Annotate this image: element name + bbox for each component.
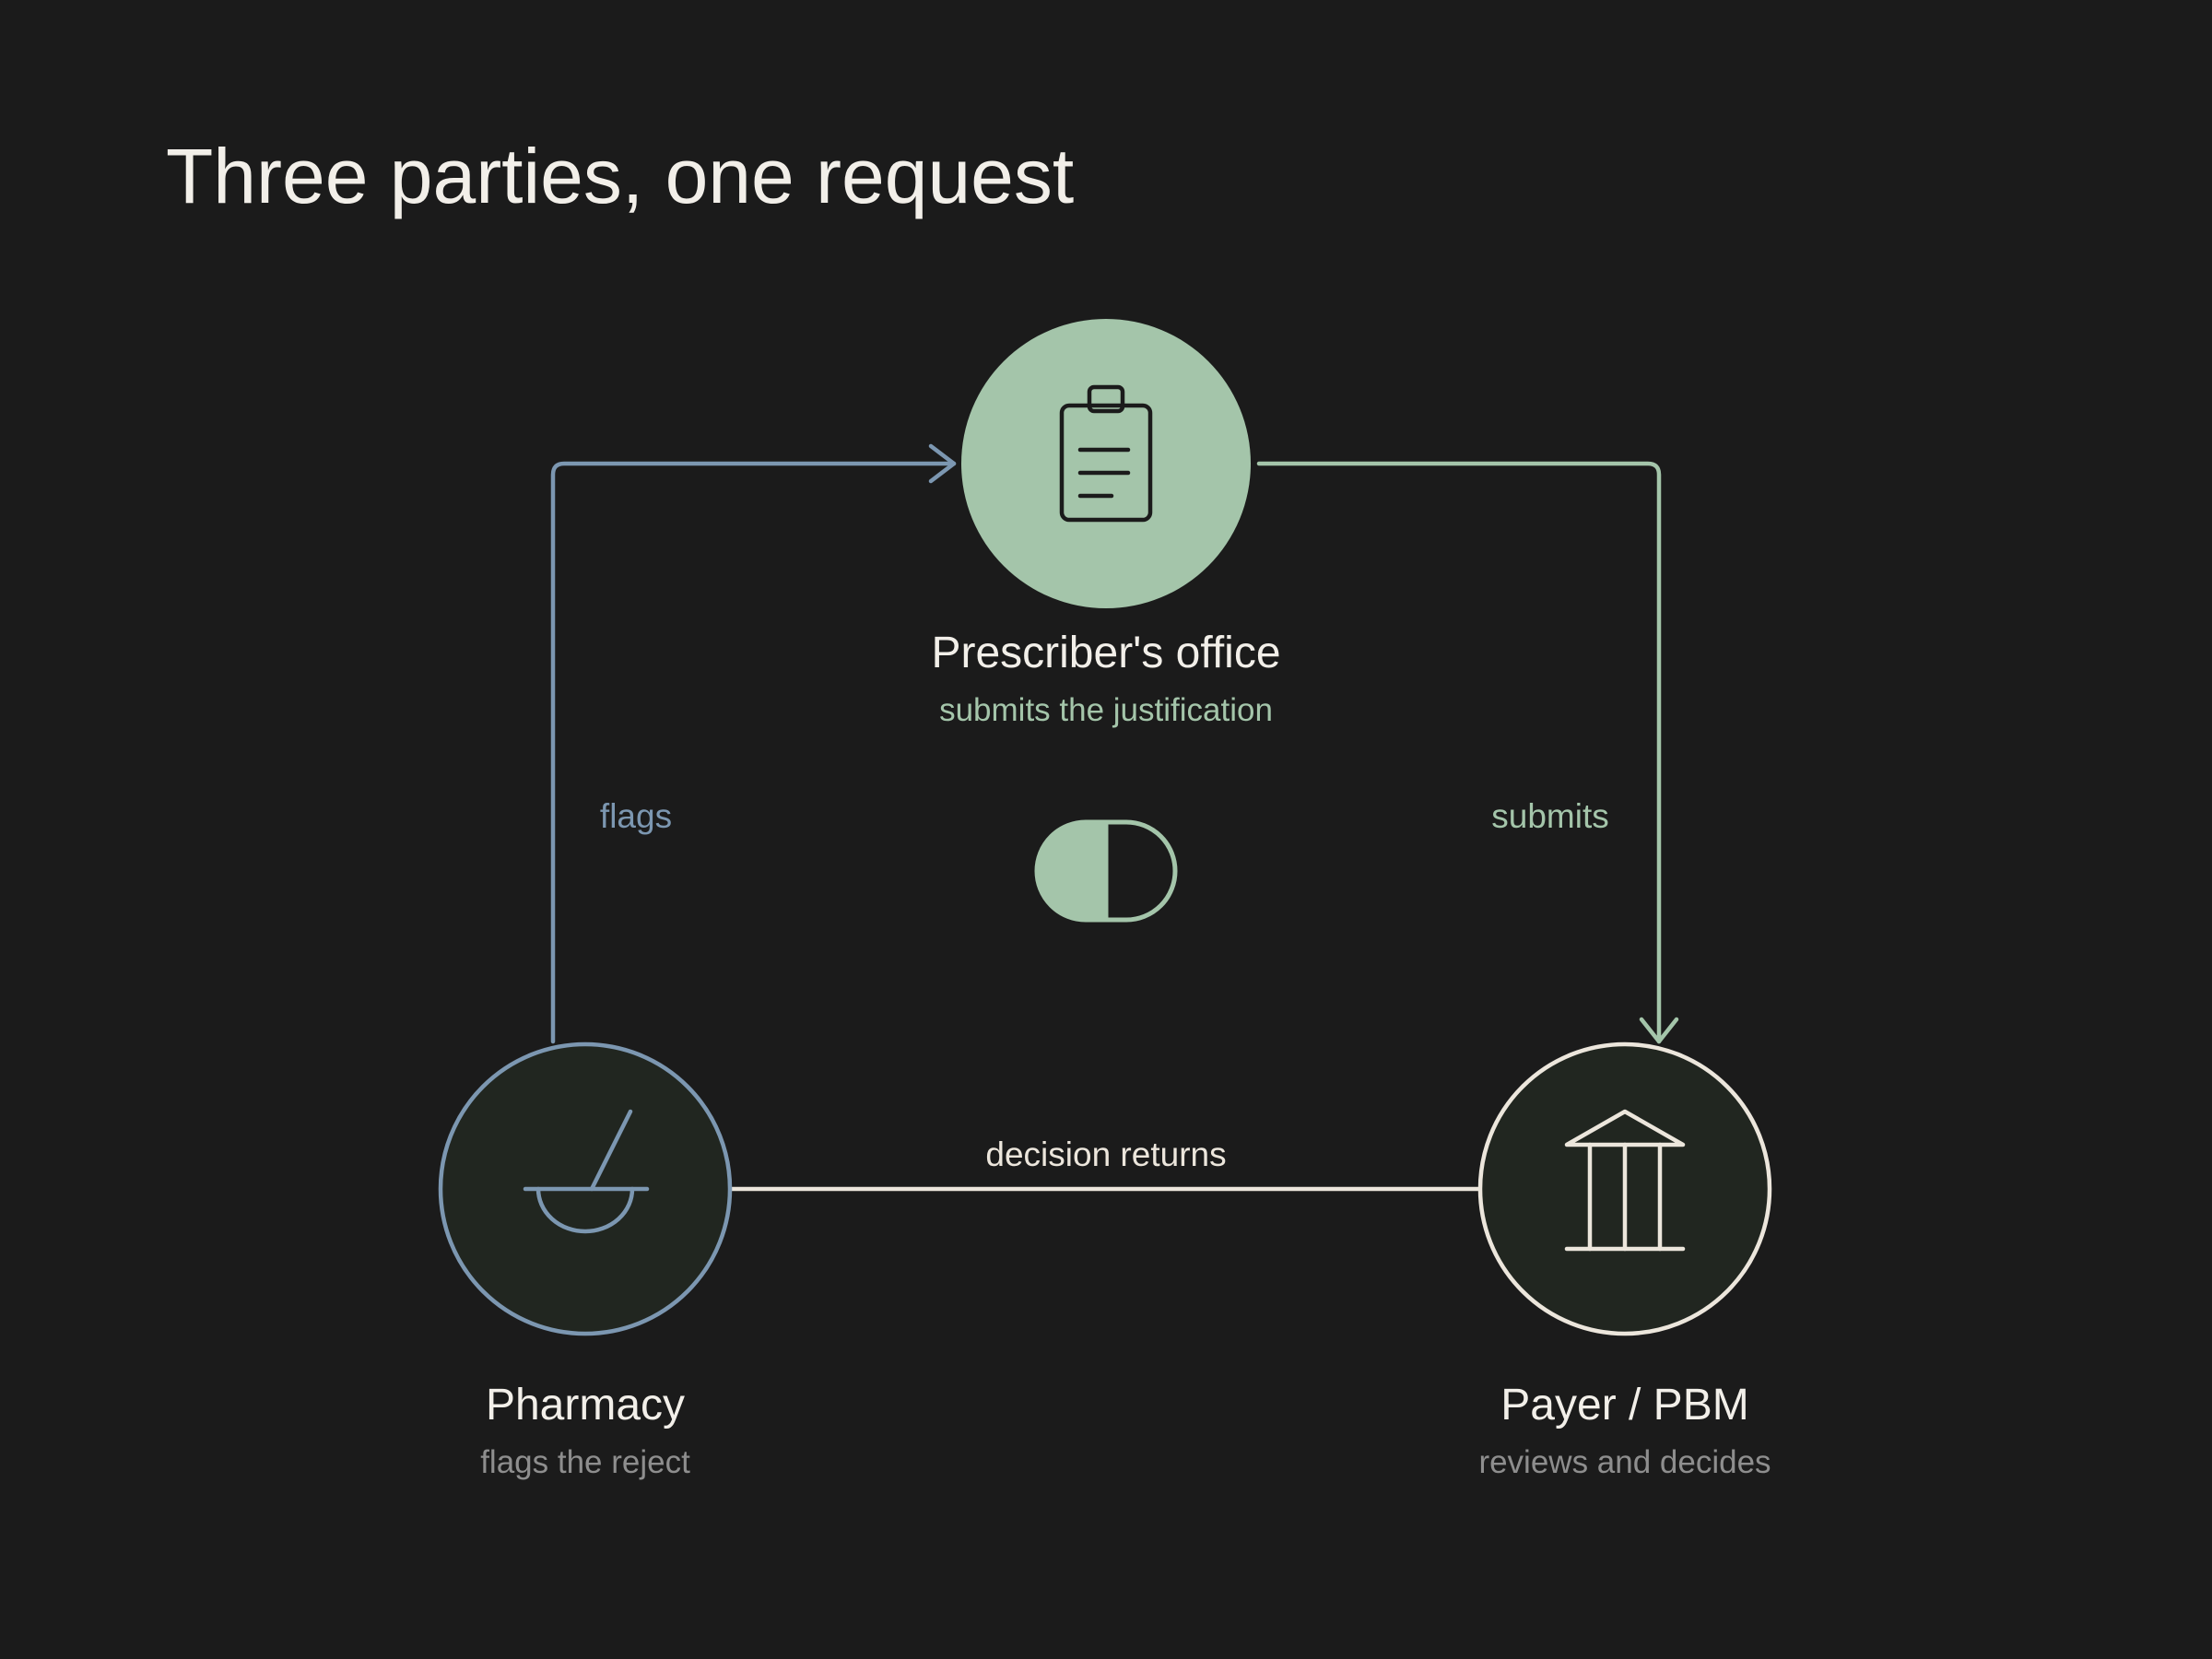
submits-label: submits xyxy=(1491,797,1608,835)
pharmacy-subtitle: flags the reject xyxy=(480,1444,690,1480)
mortar-pestle-icon xyxy=(523,1109,650,1234)
pharmacy-node: Pharmacy flags the reject xyxy=(438,1041,733,1480)
clipboard-icon xyxy=(1059,384,1153,523)
payer-subtitle: reviews and decides xyxy=(1478,1444,1771,1480)
prescriber-name: Prescriber's office xyxy=(931,629,1280,677)
decision-label: decision returns xyxy=(985,1135,1226,1173)
payer-name: Payer / PBM xyxy=(1500,1381,1748,1430)
submits-connector xyxy=(1256,461,1662,1044)
submits-arrowhead xyxy=(1639,1017,1679,1044)
pharmacy-name: Pharmacy xyxy=(486,1381,685,1430)
bank-building-icon xyxy=(1564,1109,1686,1252)
prescriber-node: Prescriber's office submits the justific… xyxy=(931,319,1281,728)
pill-icon xyxy=(1034,819,1178,923)
prescriber-subtitle: submits the justification xyxy=(939,692,1273,728)
page-title: Three parties, one request xyxy=(166,133,1074,219)
flags-arrowhead xyxy=(928,443,957,484)
flags-label: flags xyxy=(600,797,672,835)
flags-connector xyxy=(550,461,957,1044)
payer-node: Payer / PBM reviews and decides xyxy=(1477,1041,1772,1480)
